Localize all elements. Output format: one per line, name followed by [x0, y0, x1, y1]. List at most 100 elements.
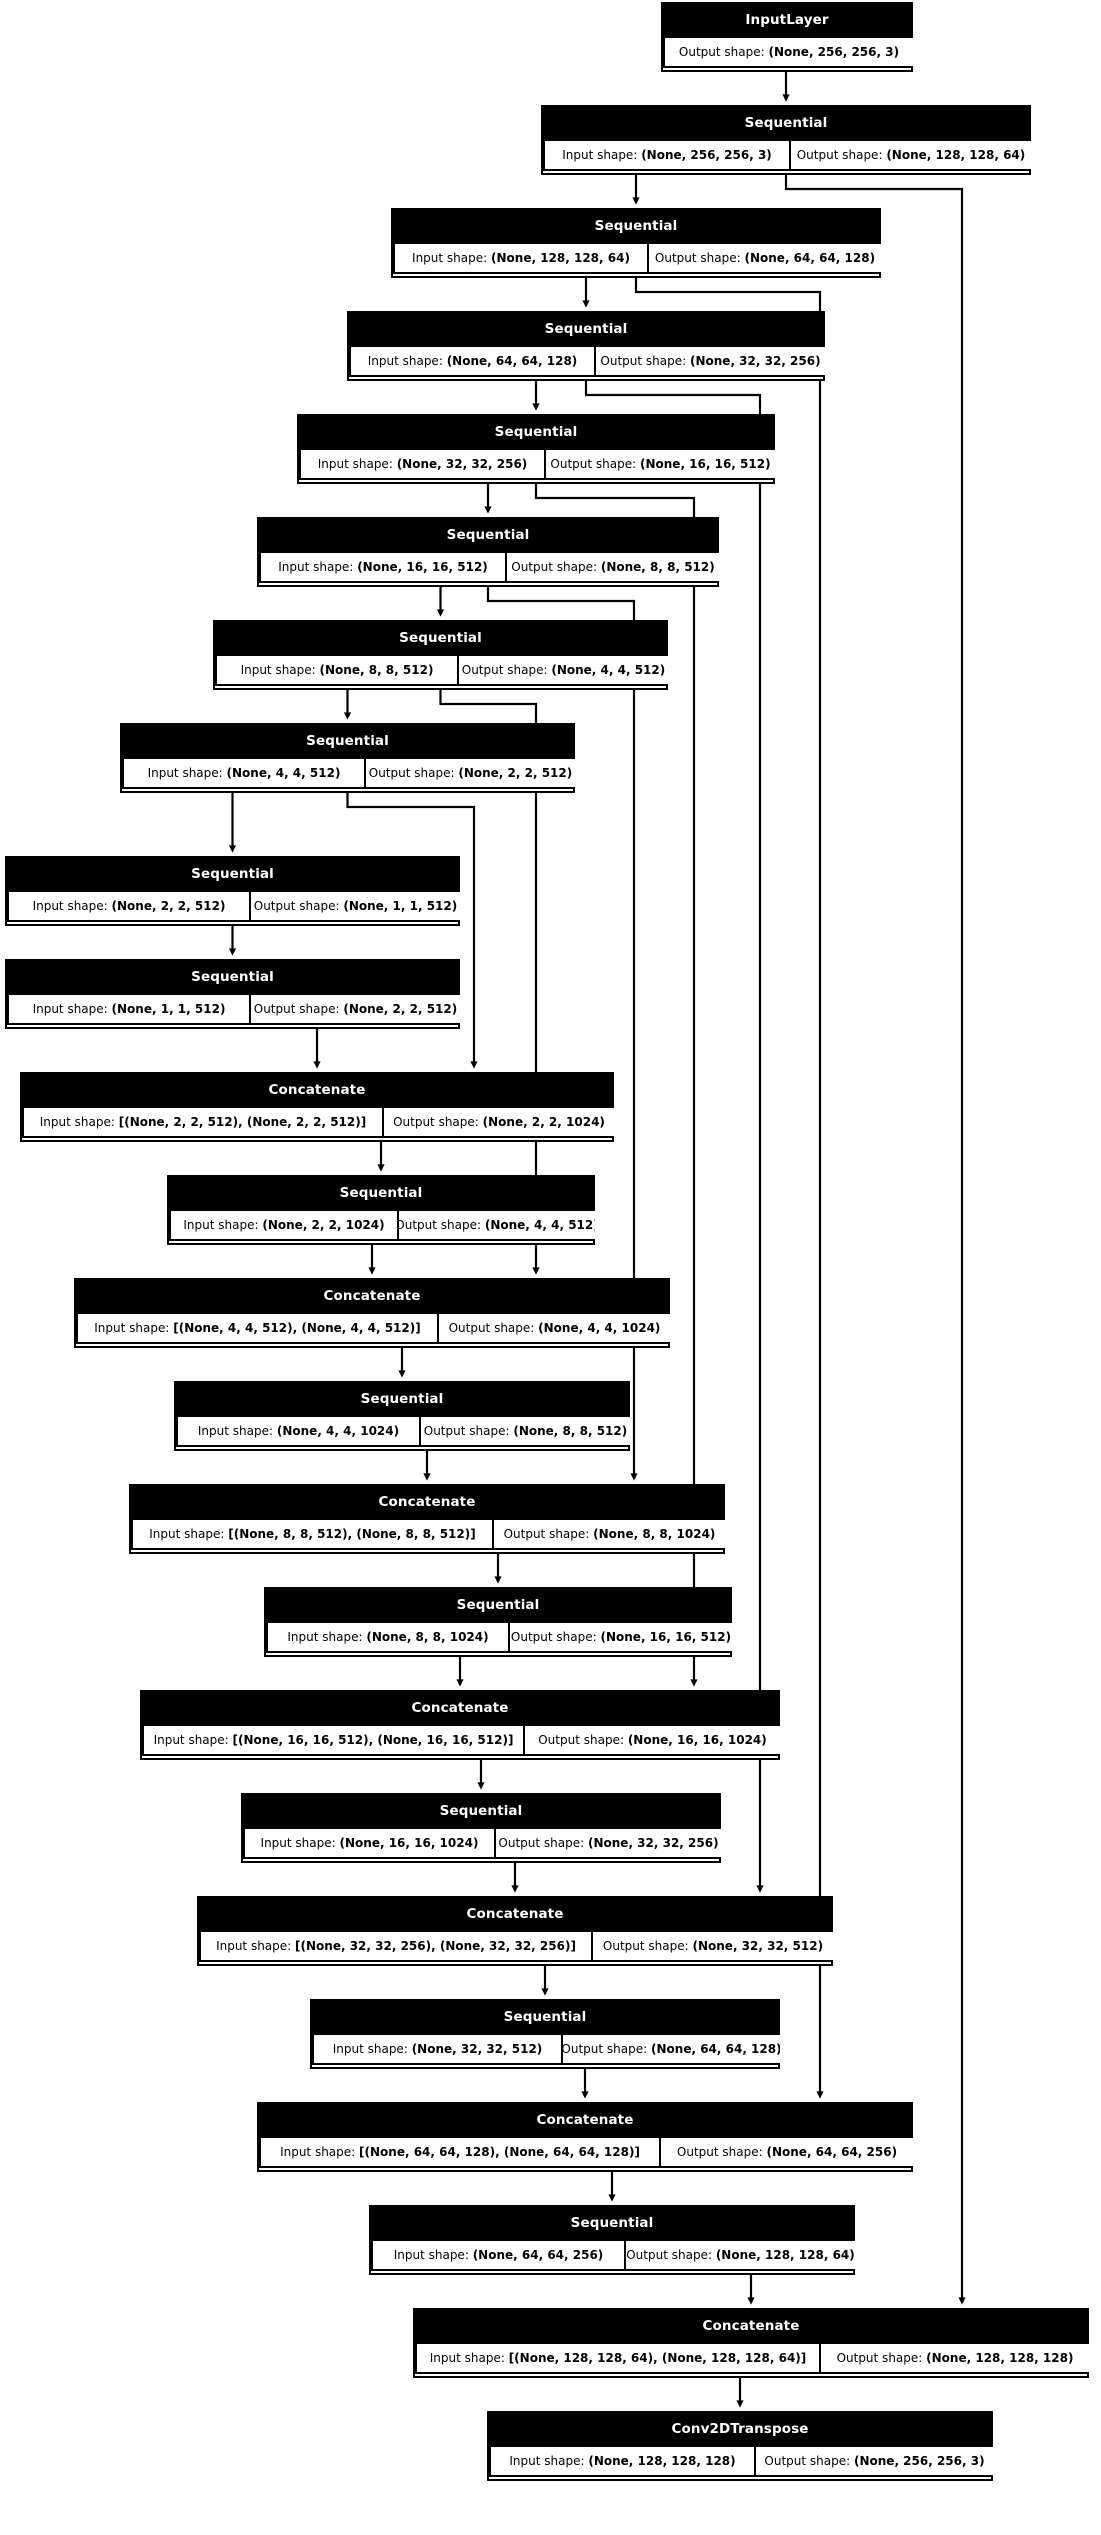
skip-edge-n1-n22 [784, 175, 966, 2305]
node-output-shape: Output shape: (None, 8, 8, 512) [507, 553, 719, 581]
node-input-shape: Input shape: (None, 4, 4, 1024) [178, 1417, 419, 1445]
node-output-shape: Output shape: (None, 32, 32, 256) [496, 1829, 721, 1857]
node-input-shape: Input shape: (None, 256, 256, 3) [545, 141, 789, 169]
node-input-shape: Input shape: (None, 4, 4, 512) [124, 759, 364, 787]
node-shape-row: Input shape: (None, 32, 32, 512)Output s… [312, 2033, 780, 2065]
node-title: Sequential [266, 1589, 730, 1621]
node-shape-row: Input shape: (None, 128, 128, 64)Output … [393, 242, 881, 274]
node-title: Concatenate [76, 1280, 668, 1312]
node-output-shape: Output shape: (None, 16, 16, 512) [546, 450, 775, 478]
node-input-shape: Input shape: [(None, 8, 8, 512), (None, … [133, 1520, 492, 1548]
node-input-shape: Input shape: [(None, 32, 32, 256), (None… [201, 1932, 591, 1960]
node-title: Sequential [371, 2207, 853, 2239]
node-shape-row: Input shape: [(None, 32, 32, 256), (None… [199, 1930, 833, 1962]
node-shape-row: Input shape: (None, 4, 4, 512)Output sha… [122, 757, 575, 789]
node-input-shape: Input shape: (None, 2, 2, 1024) [171, 1211, 397, 1239]
node-title: Concatenate [259, 2104, 911, 2136]
node-title: Sequential [243, 1795, 719, 1827]
node-input-shape: Input shape: (None, 8, 8, 512) [217, 656, 457, 684]
node-output-shape: Output shape: (None, 4, 4, 1024) [439, 1314, 670, 1342]
node-shape-row: Input shape: (None, 4, 4, 1024)Output sh… [176, 1415, 630, 1447]
node-title: Sequential [7, 858, 458, 890]
node-output-shape: Output shape: (None, 256, 256, 3) [756, 2447, 993, 2475]
node-shape-row: Input shape: [(None, 16, 16, 512), (None… [142, 1724, 780, 1756]
node-shape-row: Input shape: (None, 1, 1, 512)Output sha… [7, 993, 460, 1025]
node-shape-row: Input shape: [(None, 2, 2, 512), (None, … [22, 1106, 614, 1138]
node-title: Sequential [393, 210, 879, 242]
node-title: Sequential [122, 725, 573, 757]
node-title: Concatenate [22, 1074, 612, 1106]
node-output-shape: Output shape: (None, 2, 2, 512) [251, 995, 460, 1023]
node-input-shape: Input shape: [(None, 2, 2, 512), (None, … [24, 1108, 382, 1136]
node-shape-row: Input shape: [(None, 4, 4, 512), (None, … [76, 1312, 670, 1344]
node-input-shape: Input shape: (None, 128, 128, 64) [395, 244, 647, 272]
node-input-shape: Input shape: (None, 16, 16, 1024) [245, 1829, 494, 1857]
node-title: Concatenate [199, 1898, 831, 1930]
node-output-shape: Output shape: (None, 2, 2, 1024) [384, 1108, 614, 1136]
node-shape-row: Input shape: (None, 16, 16, 512)Output s… [259, 551, 719, 583]
node-output-shape: Output shape: (None, 32, 32, 512) [593, 1932, 833, 1960]
node-output-shape: Output shape: (None, 8, 8, 512) [421, 1417, 630, 1445]
node-shape-row: Input shape: (None, 2, 2, 1024)Output sh… [169, 1209, 595, 1241]
node-output-shape: Output shape: (None, 4, 4, 512) [399, 1211, 595, 1239]
node-shape-row: Input shape: (None, 8, 8, 512)Output sha… [215, 654, 668, 686]
node-shape-row: Input shape: [(None, 64, 64, 128), (None… [259, 2136, 913, 2168]
node-shape-row: Input shape: (None, 16, 16, 1024)Output … [243, 1827, 721, 1859]
node-output-shape: Output shape: (None, 16, 16, 512) [510, 1623, 732, 1651]
node-shape-row: Input shape: (None, 128, 128, 128)Output… [489, 2445, 993, 2477]
node-output-shape: Output shape: (None, 128, 128, 64) [626, 2241, 855, 2269]
node-output-shape: Output shape: (None, 64, 64, 128) [649, 244, 881, 272]
node-shape-row: Input shape: (None, 2, 2, 512)Output sha… [7, 890, 460, 922]
node-title: Sequential [349, 313, 823, 345]
node-input-shape: Input shape: (None, 2, 2, 512) [9, 892, 249, 920]
node-input-shape: Input shape: [(None, 4, 4, 512), (None, … [78, 1314, 437, 1342]
node-title: Sequential [176, 1383, 628, 1415]
node-title: Concatenate [131, 1486, 723, 1518]
node-title: Concatenate [142, 1692, 778, 1724]
node-shape-row: Output shape: (None, 256, 256, 3) [663, 36, 913, 68]
node-shape-row: Input shape: (None, 64, 64, 256)Output s… [371, 2239, 855, 2271]
node-input-shape: Input shape: (None, 16, 16, 512) [261, 553, 505, 581]
node-output-shape: Output shape: (None, 128, 128, 64) [791, 141, 1031, 169]
node-shape-row: Input shape: (None, 256, 256, 3)Output s… [543, 139, 1031, 171]
node-input-shape: Input shape: [(None, 64, 64, 128), (None… [261, 2138, 659, 2166]
node-output-shape: Output shape: (None, 4, 4, 512) [459, 656, 668, 684]
node-output-shape: Output shape: (None, 1, 1, 512) [251, 892, 460, 920]
node-title: Sequential [259, 519, 717, 551]
node-input-shape: Input shape: [(None, 16, 16, 512), (None… [144, 1726, 523, 1754]
node-output-shape: Output shape: (None, 128, 128, 128) [821, 2344, 1089, 2372]
node-title: Sequential [312, 2001, 778, 2033]
node-title: Sequential [299, 416, 773, 448]
node-title: Concatenate [415, 2310, 1087, 2342]
node-input-shape: Input shape: (None, 32, 32, 256) [301, 450, 544, 478]
node-input-shape: Input shape: (None, 1, 1, 512) [9, 995, 249, 1023]
node-title: Conv2DTranspose [489, 2413, 991, 2445]
node-output-shape: Output shape: (None, 16, 16, 1024) [525, 1726, 780, 1754]
node-title: Sequential [169, 1177, 593, 1209]
node-shape-row: Input shape: (None, 64, 64, 128)Output s… [349, 345, 825, 377]
node-shape-row: Input shape: (None, 8, 8, 1024)Output sh… [266, 1621, 732, 1653]
node-title: Sequential [7, 961, 458, 993]
node-output-shape: Output shape: (None, 2, 2, 512) [366, 759, 575, 787]
